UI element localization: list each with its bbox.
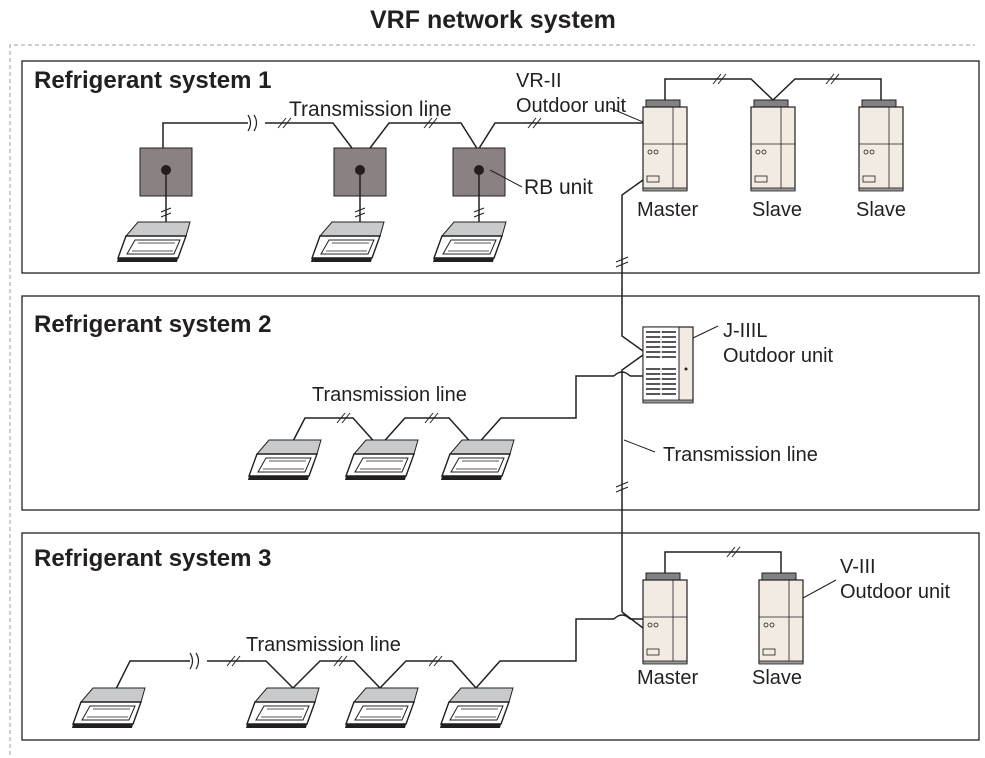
system-1-outdoor-model: VR-II xyxy=(516,70,562,92)
unit-role-master: Master xyxy=(637,667,699,689)
system-2-outdoor-label: Outdoor unit xyxy=(723,345,834,367)
outdoor-unit-slave xyxy=(758,572,804,665)
indoor-unit xyxy=(439,687,514,729)
outdoor-unit-master xyxy=(642,572,688,665)
system-3-outdoor-label: Outdoor unit xyxy=(840,581,951,603)
outdoor-unit-link xyxy=(664,73,882,102)
diagram-title: VRF network system xyxy=(370,6,616,34)
outdoor-unit-master xyxy=(642,99,688,192)
network-boundary xyxy=(9,44,975,755)
system-1-outdoor-label: Outdoor unit xyxy=(516,95,627,117)
indoor-unit xyxy=(71,687,146,729)
indoor-unit xyxy=(344,439,419,481)
system-3-frame xyxy=(21,532,980,741)
outdoor-unit-leader xyxy=(692,325,719,339)
system-3-heading: Refrigerant system 3 xyxy=(34,545,272,572)
unit-role-slave: Slave xyxy=(752,667,803,689)
system-2-frame xyxy=(21,295,980,511)
system-1-heading: Refrigerant system 1 xyxy=(34,67,272,94)
rb-unit xyxy=(333,147,387,228)
intersystem-transmission-line xyxy=(615,179,644,629)
system-2-transmission-label: Transmission line xyxy=(312,384,467,406)
system-1-transmission-line xyxy=(162,114,643,162)
outdoor-unit-link xyxy=(664,546,782,580)
rb-unit-leader xyxy=(489,169,523,188)
unit-role-master: Master xyxy=(637,199,699,221)
system-2-outdoor-model: J-IIIL xyxy=(723,320,768,342)
rb-unit xyxy=(139,147,193,228)
rb-unit xyxy=(452,147,506,228)
indoor-unit xyxy=(344,687,419,729)
indoor-unit xyxy=(432,221,507,263)
unit-role-slave: Slave xyxy=(856,199,907,221)
outdoor-unit-slave xyxy=(750,99,796,192)
indoor-unit xyxy=(440,439,515,481)
outdoor-unit-slave xyxy=(858,99,904,192)
intersystem-transmission-label: Transmission line xyxy=(663,444,818,466)
outdoor-unit-leader xyxy=(802,579,837,599)
outdoor-unit-leader xyxy=(609,107,644,123)
system-2-heading: Refrigerant system 2 xyxy=(34,311,272,338)
indoor-unit xyxy=(116,221,191,263)
outdoor-unit-j-iiil xyxy=(642,326,694,404)
unit-role-slave: Slave xyxy=(752,199,803,221)
system-1-transmission-label: Transmission line xyxy=(289,98,452,121)
system-3-transmission-label: Transmission line xyxy=(246,634,401,656)
indoor-unit xyxy=(310,221,385,263)
intersystem-label-leader xyxy=(623,439,656,453)
system-2-transmission-line xyxy=(290,371,643,449)
system-3-outdoor-model: V-III xyxy=(840,556,876,578)
system-1-frame xyxy=(21,60,980,274)
indoor-unit xyxy=(247,439,322,481)
indoor-unit xyxy=(245,687,320,729)
rb-unit-label: RB unit xyxy=(524,176,593,199)
